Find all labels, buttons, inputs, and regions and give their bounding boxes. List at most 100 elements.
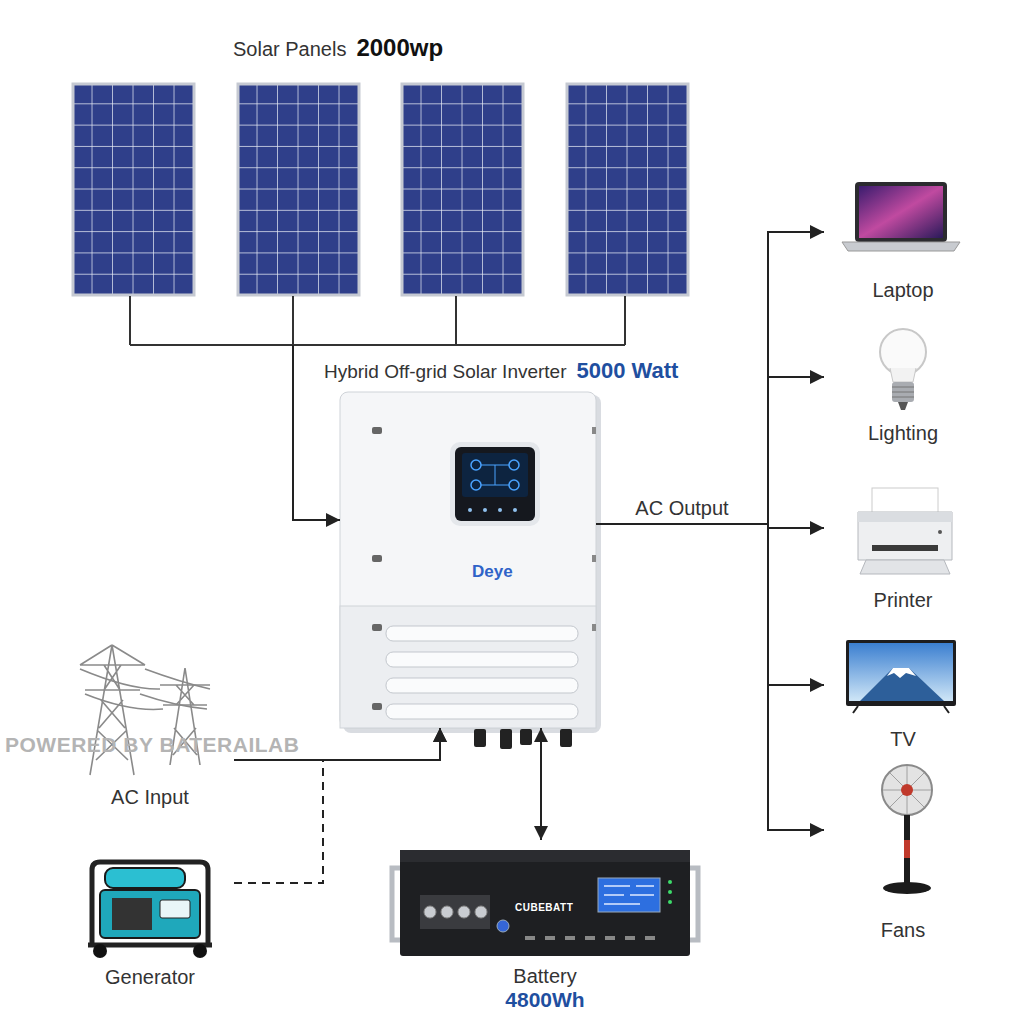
node-label: AC Input	[111, 786, 189, 809]
fan-icon	[882, 765, 932, 815]
inverter-unit	[372, 703, 382, 710]
node-label: Printer	[874, 589, 933, 612]
brand-logo: Deye	[472, 562, 513, 582]
battery-module	[668, 900, 672, 904]
text-group: Solar Panels 2000wp	[233, 34, 443, 62]
generator	[160, 900, 190, 918]
inverter-unit	[386, 678, 578, 693]
light-bulb-icon	[898, 402, 908, 410]
inverter-unit	[372, 555, 382, 562]
inverter-unit	[340, 392, 596, 728]
node-label: Lighting	[868, 422, 938, 445]
light-bulb-icon	[892, 382, 914, 402]
battery-module	[400, 850, 690, 956]
node-value: 4800Wh	[505, 988, 584, 1012]
inverter-unit	[386, 704, 578, 719]
inverter-unit	[520, 729, 532, 745]
solar-panel	[237, 83, 360, 296]
fan-icon	[883, 882, 931, 894]
text-group: Lighting	[824, 422, 982, 445]
fan-icon	[882, 765, 932, 894]
inverter-unit	[509, 480, 519, 490]
printer-icon	[938, 530, 942, 534]
battery-module	[525, 936, 655, 940]
text-group: Laptop	[824, 279, 982, 302]
connector-arrow	[596, 524, 824, 685]
battery-module	[392, 868, 400, 940]
panel-group: Solar Panels 2000wp	[68, 28, 694, 345]
node-label: Generator	[105, 966, 195, 989]
solar-panel	[401, 83, 524, 296]
load-box: Laptop	[824, 170, 982, 305]
laptop-icon	[855, 182, 947, 242]
solar-panel	[238, 84, 359, 295]
inverter-unit	[471, 480, 481, 490]
inverter-unit	[481, 465, 509, 485]
inverter-unit	[498, 508, 502, 512]
tv-icon	[849, 643, 953, 701]
inverter-unit	[450, 442, 540, 526]
battery-module	[441, 906, 453, 918]
node-value: 2000wp	[356, 34, 443, 62]
inverter-unit	[372, 624, 382, 631]
solar-panel	[566, 83, 689, 296]
inverter-unit	[560, 729, 572, 747]
power-tower	[80, 669, 210, 709]
connector-arrow	[596, 524, 824, 830]
battery-module	[400, 850, 690, 862]
generator	[92, 862, 208, 945]
inverter-unit	[474, 729, 486, 747]
inverter-unit	[468, 508, 472, 512]
battery-module	[420, 895, 490, 929]
battery-module	[392, 850, 698, 956]
battery-module	[497, 920, 509, 932]
brand-logo: CUBEBATT	[515, 902, 573, 914]
inverter-unit	[592, 427, 596, 434]
node-label: Battery	[513, 965, 576, 988]
solar-panel	[566, 83, 689, 296]
text-group: Generator	[66, 966, 234, 989]
panel-wiring	[130, 296, 625, 345]
inverter-unit	[513, 508, 517, 512]
solar-panel	[237, 83, 360, 296]
node-label: Fans	[881, 919, 925, 942]
node-label: Solar Panels	[233, 38, 346, 61]
battery-module	[458, 906, 470, 918]
battery-module	[690, 868, 698, 940]
generator	[88, 862, 212, 958]
laptop-icon	[859, 186, 943, 238]
printer-icon	[872, 488, 938, 514]
load-box: TV	[824, 632, 982, 754]
text-group: AC Input	[66, 786, 234, 809]
inverter-unit	[372, 427, 382, 434]
battery-module	[604, 886, 654, 904]
printer-icon	[858, 488, 952, 574]
node-value: 5000 Watt	[577, 358, 679, 383]
battery-module	[475, 906, 487, 918]
inverter-unit	[340, 606, 596, 728]
inverter-unit	[483, 508, 487, 512]
laptop-icon	[842, 182, 960, 251]
tv-icon	[846, 640, 956, 706]
light-bulb-icon	[892, 387, 914, 397]
text-group: Hybrid Off-grid Solar Inverter5000 Watt	[324, 358, 678, 383]
tv-icon	[860, 668, 944, 701]
node-label: Laptop	[872, 279, 933, 302]
light-bulb-icon	[880, 329, 926, 410]
inverter-unit	[340, 392, 601, 749]
text-group: Fans	[824, 919, 982, 942]
generator	[88, 943, 212, 948]
tv-icon	[853, 706, 949, 713]
printer-icon	[858, 512, 952, 560]
battery-module	[598, 878, 660, 912]
inverter-unit	[592, 624, 596, 631]
load-box: Lighting	[824, 318, 982, 448]
solar-panel	[72, 83, 195, 296]
printer-icon	[872, 545, 938, 551]
generator	[100, 890, 200, 938]
node-label: TV	[890, 728, 916, 751]
battery-box: Battery4800Wh	[381, 840, 709, 1015]
